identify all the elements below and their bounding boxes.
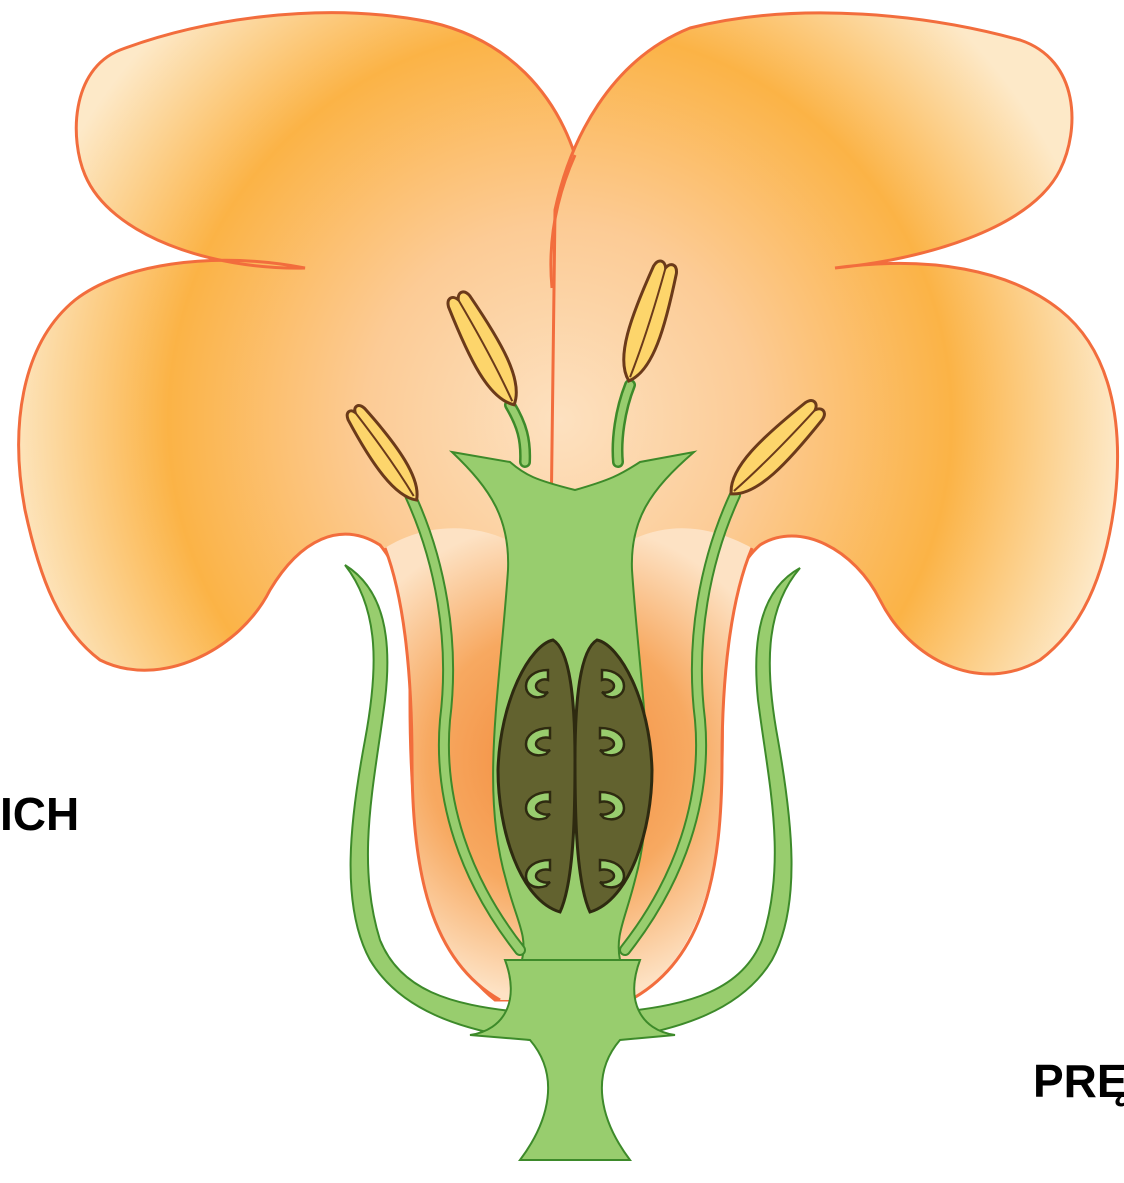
label-right: PRĘ <box>1033 1055 1124 1107</box>
label-left: ICH <box>0 788 79 840</box>
